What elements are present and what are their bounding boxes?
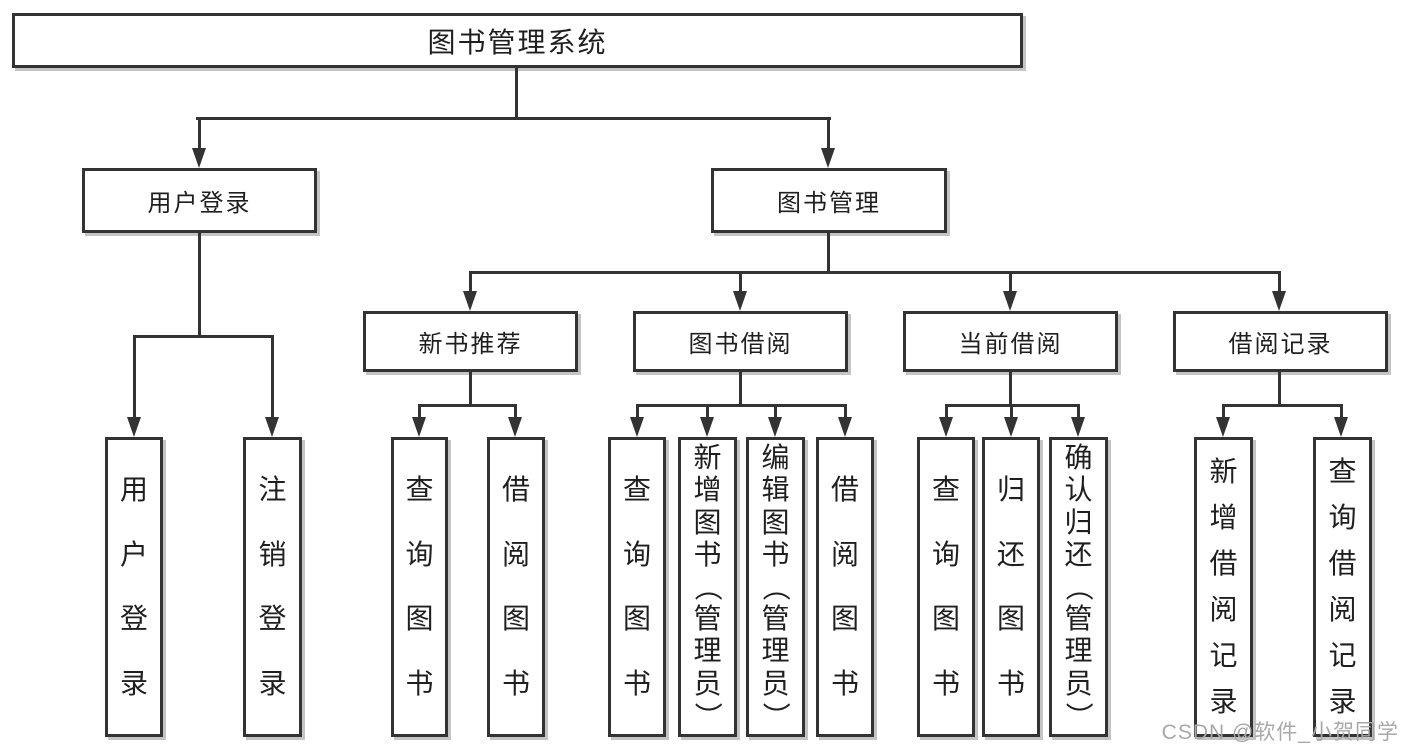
arrow-down-icon (1071, 417, 1085, 437)
arrow-down-icon (1216, 417, 1230, 437)
connector-leaf-stub (133, 335, 136, 417)
node-user-login: 用户登录 (82, 168, 317, 233)
node-label: 当前借阅 (958, 331, 1063, 358)
leaf-add-book-admin: 新增图书（管理员） (678, 437, 737, 737)
connector-leaf-stub (514, 404, 517, 417)
node-label: 用户登录 (147, 190, 252, 217)
arrow-down-icon (939, 417, 953, 437)
connector-group-branch (1222, 404, 1343, 407)
connector-group-stub (739, 372, 742, 406)
connector-user-login-stub (198, 117, 201, 148)
arrow-down-icon (821, 148, 835, 168)
arrow-down-icon (1272, 291, 1286, 311)
connector-group-stub (1278, 372, 1281, 406)
leaf-query-borrow-record: 查询借阅记录 (1313, 437, 1372, 737)
leaf-edit-book-admin: 编辑图书（管理员） (746, 437, 805, 737)
connector-book-mgmt-stub (827, 117, 830, 148)
node-label: 图书借阅 (688, 331, 793, 358)
connector-leaf-stub (271, 335, 274, 417)
connector-level2-branch (196, 117, 831, 120)
connector-leaf-stub (844, 404, 847, 417)
arrow-down-icon (412, 417, 426, 437)
leaf-user-login: 用户登录 (105, 437, 163, 737)
connector-leaf-stub (706, 404, 709, 417)
arrow-down-icon (192, 148, 206, 168)
node-book-borrow: 图书借阅 (633, 311, 848, 372)
leaf-add-borrow-record: 新增借阅记录 (1194, 437, 1253, 737)
connector-group-branch (418, 404, 517, 407)
connector-leaf-stub (418, 404, 421, 417)
connector-leaf-stub (945, 404, 948, 417)
connector-group-branch (636, 404, 847, 407)
connector-group-stub (1009, 372, 1012, 406)
node-label: 图书管理 (777, 190, 881, 217)
connector-user-login-branch (133, 335, 274, 338)
leaf-borrow-books: 借阅图书 (487, 437, 545, 737)
node-label: 图书管理系统 (427, 26, 608, 58)
arrow-down-icon (127, 417, 141, 437)
csdn-watermark: CSDN @软件_小贺同学 (1161, 721, 1399, 744)
leaf-borrow-books: 借阅图书 (816, 437, 874, 737)
connector-book-mgmt-down (827, 233, 830, 273)
arrow-down-icon (508, 417, 522, 437)
connector-leaf-stub (774, 404, 777, 417)
connector-leaf-stub (1340, 404, 1343, 417)
arrow-down-icon (733, 291, 747, 311)
arrow-down-icon (463, 291, 477, 311)
node-current-borrow: 当前借阅 (903, 311, 1118, 372)
node-label: 新书推荐 (418, 331, 523, 358)
arrow-down-icon (838, 417, 852, 437)
arrow-down-icon (1334, 417, 1348, 437)
connector-level3-stub (1278, 271, 1281, 291)
connector-leaf-stub (1010, 404, 1013, 417)
connector-user-login-down (198, 233, 201, 337)
arrow-down-icon (768, 417, 782, 437)
leaf-query-books: 查询图书 (608, 437, 666, 737)
leaf-query-books: 查询图书 (917, 437, 975, 737)
connector-group-stub (469, 372, 472, 406)
connector-leaf-stub (1077, 404, 1080, 417)
node-label: 借阅记录 (1228, 331, 1333, 358)
node-book-mgmt: 图书管理 (711, 168, 947, 233)
connector-leaf-stub (636, 404, 639, 417)
node-new-book-recommend: 新书推荐 (363, 311, 578, 372)
leaf-return-books: 归还图书 (982, 437, 1040, 737)
leaf-logout: 注销登录 (243, 437, 302, 737)
leaf-query-books: 查询图书 (391, 437, 448, 737)
connector-level3-stub (469, 271, 472, 291)
arrow-down-icon (630, 417, 644, 437)
arrow-down-icon (1004, 417, 1018, 437)
node-library-system: 图书管理系统 (12, 13, 1023, 68)
connector-level3-stub (739, 271, 742, 291)
connector-leaf-stub (1222, 404, 1225, 417)
connector-root-stub (515, 68, 518, 119)
connector-level3-stub (1009, 271, 1012, 291)
arrow-down-icon (265, 417, 279, 437)
node-borrow-records: 借阅记录 (1173, 311, 1388, 372)
arrow-down-icon (700, 417, 714, 437)
leaf-confirm-return-admin: 确认归还（管理员） (1049, 437, 1108, 737)
connector-level3-branch (469, 271, 1281, 274)
arrow-down-icon (1003, 291, 1017, 311)
